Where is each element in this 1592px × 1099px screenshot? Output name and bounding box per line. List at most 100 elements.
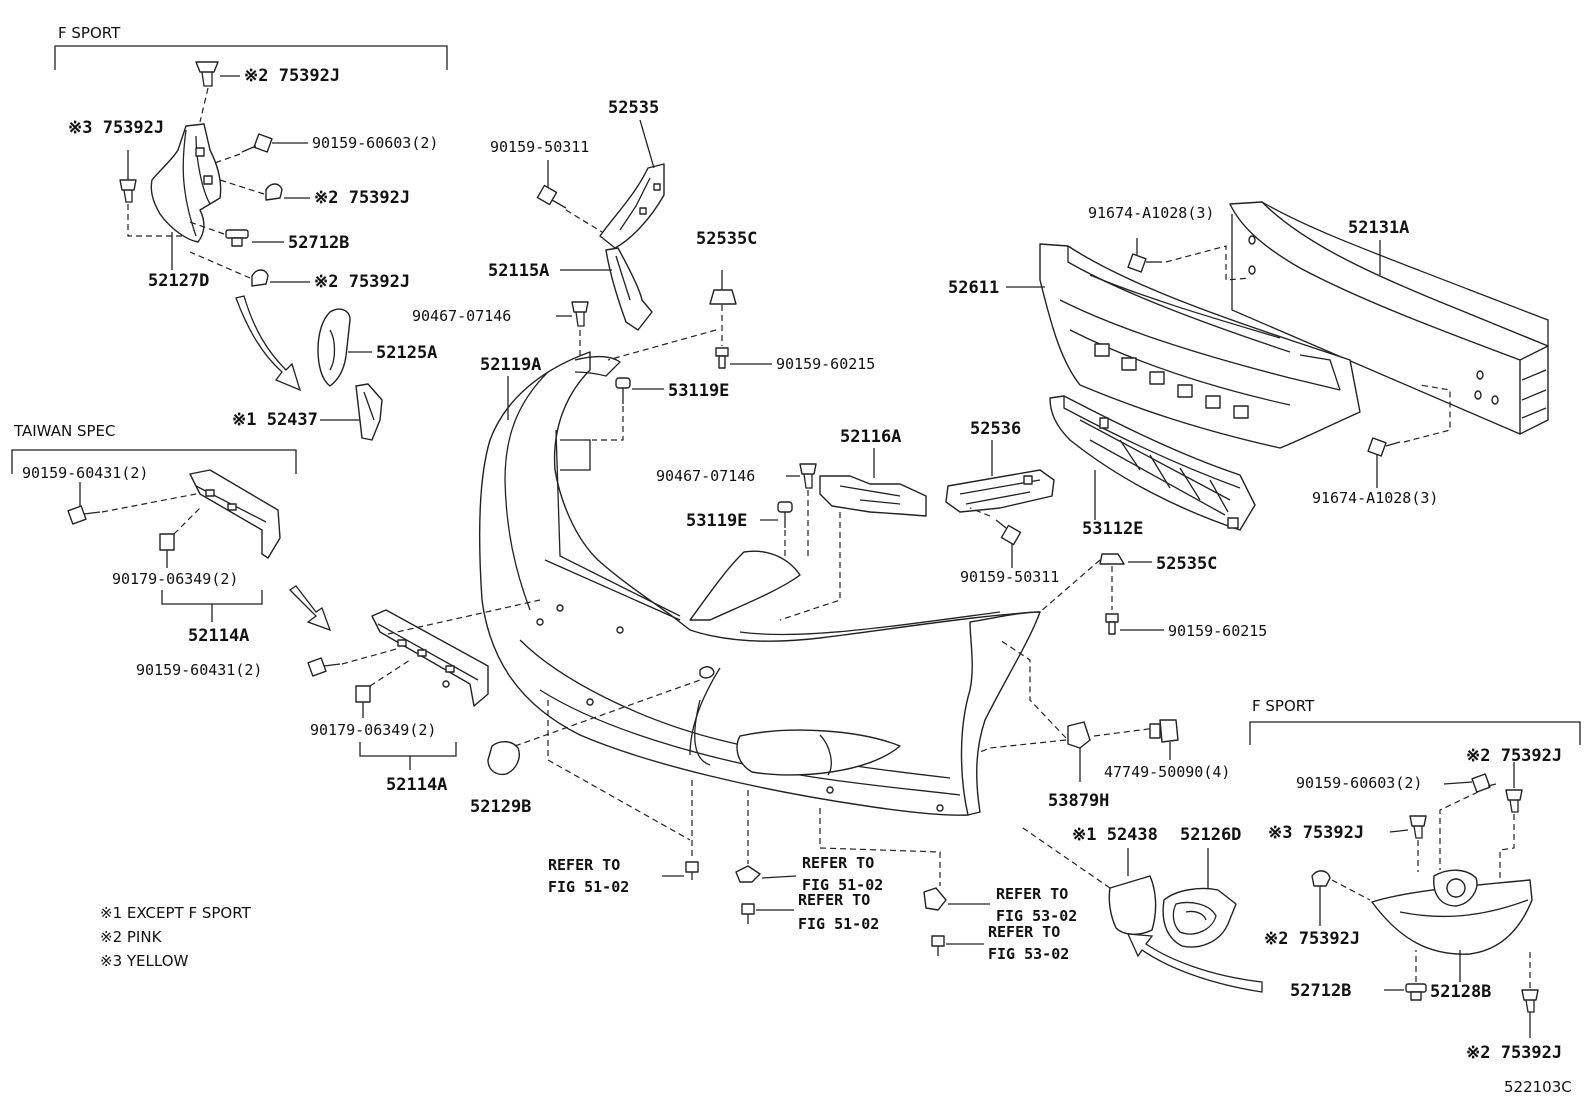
label-90179-06349-b: 90179-06349(2) bbox=[310, 721, 436, 739]
label-52437: ※1 52437 bbox=[232, 410, 318, 430]
label-53119e-b: 53119E bbox=[686, 511, 747, 531]
bolt-91674-a1028-bottom bbox=[1367, 384, 1451, 488]
refer-3-a: REFER TO bbox=[798, 891, 870, 909]
label-52535c-b: 52535C bbox=[1156, 554, 1217, 574]
cap-52129b bbox=[487, 679, 701, 776]
clip-75392j-r4 bbox=[1521, 950, 1539, 1038]
label-53112e: 53112E bbox=[1082, 519, 1143, 539]
bolt-90159-60431-lower bbox=[307, 647, 401, 677]
refer-5-a: REFER TO bbox=[988, 923, 1060, 941]
label-52131a: 52131A bbox=[1348, 218, 1409, 238]
cover-52127d bbox=[150, 123, 222, 243]
absorber-52611 bbox=[1039, 243, 1361, 449]
label-52712b-a: 52712B bbox=[288, 233, 349, 253]
label-52125a: 52125A bbox=[376, 343, 437, 363]
note-2: ※2 PINK bbox=[100, 928, 163, 946]
label-90467-07146-a: 90467-07146 bbox=[412, 307, 511, 325]
note-1: ※1 EXCEPT F SPORT bbox=[100, 904, 252, 922]
label-52712b-b: 52712B bbox=[1290, 981, 1351, 1001]
label-52127d: 52127D bbox=[148, 271, 209, 291]
fastener-ref2 bbox=[735, 790, 797, 883]
fastener-ref4 bbox=[819, 808, 990, 911]
label-52128b: 52128B bbox=[1430, 982, 1491, 1002]
bracket-52116a bbox=[819, 475, 927, 517]
label-90159-50311-a: 90159-50311 bbox=[490, 138, 589, 156]
arrow-left-mid bbox=[288, 585, 332, 632]
label-52115a: 52115A bbox=[488, 261, 549, 281]
screw-53119e-mid bbox=[760, 501, 793, 560]
refer-2-b: FIG 51-02 bbox=[802, 876, 883, 894]
bolt-90159-60215-lower bbox=[1105, 613, 1164, 635]
fastener-ref1 bbox=[547, 700, 699, 880]
screw-53119e-upper bbox=[592, 377, 664, 441]
nut-47749-50090 bbox=[1149, 719, 1179, 760]
bolt-90159-50311-top bbox=[536, 184, 603, 233]
bolt-90159-60215-upper bbox=[715, 347, 772, 369]
bracket-52115a bbox=[605, 247, 653, 331]
taiwan-spec-header: TAIWAN SPEC bbox=[13, 422, 115, 440]
bolt-91674-a1028-top bbox=[1127, 238, 1251, 281]
refer-1-b: FIG 51-02 bbox=[548, 878, 629, 896]
refer-1-a: REFER TO bbox=[548, 856, 620, 874]
label-90159-60215-b: 90159-60215 bbox=[1168, 622, 1267, 640]
arrow-left-top bbox=[235, 295, 302, 392]
label-75392j-p2: ※2 75392J bbox=[314, 188, 410, 208]
bolt-90159-60603-right bbox=[1439, 773, 1497, 870]
clip-90467-07146-upper bbox=[556, 301, 589, 360]
clip-75392j-pink-3 bbox=[189, 251, 310, 287]
nut-90179-06349-lower bbox=[355, 659, 411, 718]
bracket-52114a-lower bbox=[371, 599, 541, 707]
f-sport-top-section: F SPORT bbox=[54, 24, 448, 70]
label-53879h: 53879H bbox=[1048, 791, 1109, 811]
label-52129b: 52129B bbox=[470, 797, 531, 817]
label-90159-60431-a: 90159-60431(2) bbox=[22, 464, 148, 482]
label-75392j-r1: ※2 75392J bbox=[1466, 746, 1562, 766]
label-75392j-p3: ※2 75392J bbox=[314, 272, 410, 292]
label-75392j-y1: ※3 75392J bbox=[68, 118, 164, 138]
clip-52535c-right bbox=[1039, 553, 1152, 613]
clip-90467-07146-mid bbox=[786, 463, 817, 560]
clip-52535c-top bbox=[709, 270, 737, 346]
label-52611: 52611 bbox=[948, 278, 999, 298]
reinforcement-52131a bbox=[1229, 201, 1549, 435]
label-47749-50090: 47749-50090(4) bbox=[1104, 763, 1230, 781]
refer-2-a: REFER TO bbox=[802, 854, 874, 872]
label-52116a: 52116A bbox=[840, 427, 901, 447]
bumper-cover-52119a bbox=[478, 351, 1041, 816]
bracket-52535 bbox=[599, 163, 665, 249]
bracket-52536 bbox=[945, 469, 1055, 513]
figure-code: 522103C bbox=[1504, 1078, 1572, 1096]
label-52438: ※1 52438 bbox=[1072, 825, 1158, 845]
clip-75392j-r2 bbox=[1389, 815, 1427, 872]
label-91674-a1028-b: 91674-A1028(3) bbox=[1312, 489, 1438, 507]
clip-75392j-r1 bbox=[1499, 762, 1523, 880]
clip-75392j-pink-2 bbox=[219, 179, 310, 201]
clip-52712b-right bbox=[1384, 950, 1427, 1001]
bolt-90159-60431-upper bbox=[67, 482, 197, 525]
label-52114a-a: 52114A bbox=[188, 626, 249, 646]
cover-52128b bbox=[1371, 869, 1533, 955]
label-52535c-a: 52535C bbox=[696, 229, 757, 249]
label-75392j-tl: ※2 75392J bbox=[244, 66, 340, 86]
taiwan-spec-section: TAIWAN SPEC bbox=[11, 422, 297, 474]
label-52119a: 52119A bbox=[480, 355, 541, 375]
nut-90179-06349-upper bbox=[159, 507, 201, 568]
note-3: ※3 YELLOW bbox=[100, 952, 189, 970]
label-90159-60603-b: 90159-60603(2) bbox=[1296, 774, 1422, 792]
label-90159-60215-a: 90159-60215 bbox=[776, 355, 875, 373]
label-90159-60431-b: 90159-60431(2) bbox=[136, 661, 262, 679]
f-sport-top-header: F SPORT bbox=[58, 24, 121, 42]
label-52114a-b: 52114A bbox=[386, 775, 447, 795]
refer-5-b: FIG 53-02 bbox=[988, 945, 1069, 963]
fastener-ref5 bbox=[931, 935, 984, 956]
clip-75392j-top-left bbox=[195, 61, 240, 123]
label-75392j-r2: ※3 75392J bbox=[1268, 823, 1364, 843]
retainer-53879h bbox=[979, 639, 1157, 782]
bracket-taiwan-upper bbox=[189, 469, 281, 559]
refer-4-a: REFER TO bbox=[996, 885, 1068, 903]
label-91674-a1028-a: 91674-A1028(3) bbox=[1088, 204, 1214, 222]
label-90159-50311-b: 90159-50311 bbox=[960, 568, 1059, 586]
label-90179-06349-a: 90179-06349(2) bbox=[112, 570, 238, 588]
cover-52437 bbox=[355, 383, 383, 441]
